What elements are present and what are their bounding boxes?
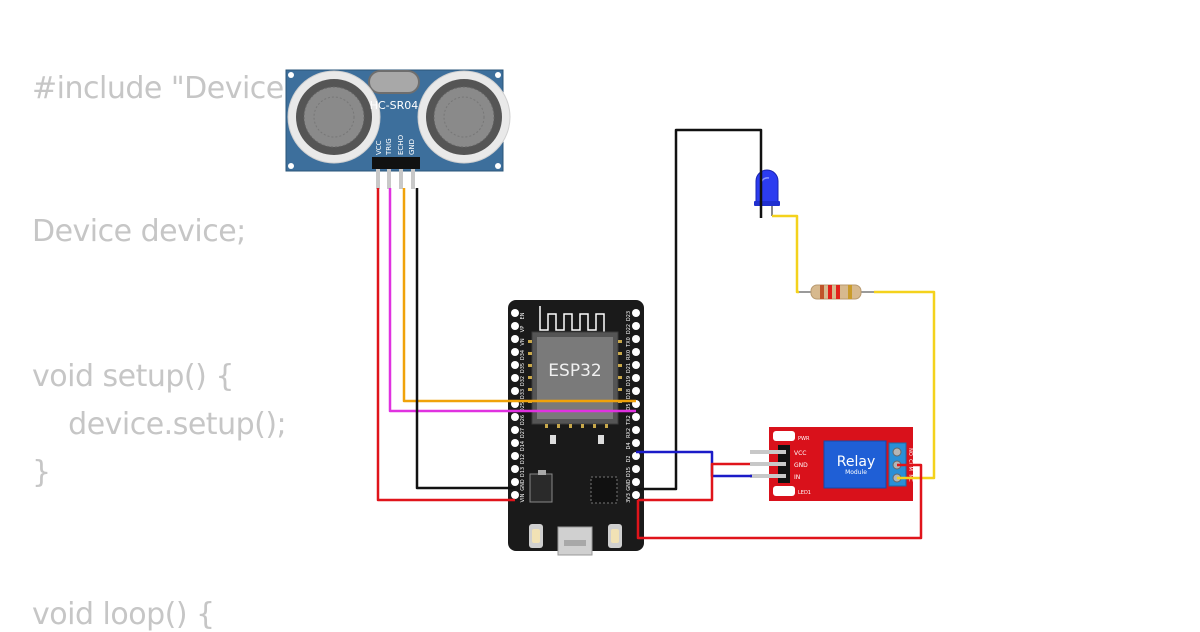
esp-pin-label-gnd-right: GND: [626, 479, 632, 491]
relay-pin-label-gnd: GND: [794, 462, 808, 469]
esp32-right-header: [632, 309, 640, 499]
sensor-pin-label-trig: TRIG: [385, 138, 393, 156]
code-line-setup-call: device.setup();: [32, 407, 287, 442]
code-line-loop: void loop() {: [32, 597, 215, 632]
esp-pin-label-d27: D27: [520, 428, 526, 438]
transducer-right: [417, 70, 511, 164]
esp-pin-label-d15: D15: [626, 467, 632, 477]
relay-pin-label-vcc: VCC: [794, 450, 806, 457]
sensor-pin-label-gnd: GND: [408, 139, 416, 155]
sensor-pin-label-echo: ECHO: [397, 134, 405, 155]
wire-vcc-red[interactable]: [376, 188, 515, 502]
relay-pin-label-in: IN: [794, 474, 800, 481]
sensor-label: HC-SR04: [370, 99, 419, 112]
esp-pin-label-vp: VP: [520, 326, 526, 332]
code-line-close-brace: }: [32, 455, 51, 490]
esp-pin-label-d35: D35: [520, 363, 526, 373]
esp-pin-label-tx2: TX2: [626, 415, 632, 426]
ultrasonic-sensor[interactable]: HC-SR04 VCC TRIG ECHO GND: [285, 69, 511, 189]
wire-trig-magenta[interactable]: [388, 188, 636, 413]
esp-pin-label-vin: VIN: [520, 493, 526, 502]
esp-pin-label-rx2: RX2: [626, 428, 632, 438]
esp-pin-label-d5: D5: [626, 403, 632, 410]
esp-pin-label-d25: D25: [520, 402, 526, 412]
esp-pin-label-3v3: 3V3: [626, 493, 632, 503]
esp-pin-label-d14: D14: [520, 441, 526, 451]
esp-pin-label-d13: D13: [520, 467, 526, 477]
esp-pin-label-d18: D18: [626, 389, 632, 399]
esp-pin-label-d19: D19: [626, 376, 632, 386]
wire-gnd-black[interactable]: [415, 188, 515, 490]
relay-module[interactable]: PWR LED1 VCC GND IN Relay Module NO COM …: [750, 427, 913, 501]
blue-led[interactable]: [754, 169, 780, 218]
wire-relay-gnd-red[interactable]: [638, 462, 750, 502]
relay-sublabel: Module: [845, 469, 867, 476]
esp-pin-label-gnd-left: GND: [520, 479, 526, 491]
wire-resistor-relay-yellow[interactable]: [874, 290, 936, 480]
esp32-label: ESP32: [548, 361, 601, 381]
esp-pin-label-d32: D32: [520, 376, 526, 386]
esp32-board[interactable]: ESP32: [508, 300, 644, 556]
wire-led-gnd-black[interactable]: [636, 128, 763, 491]
esp-pin-label-d21: D21: [626, 363, 632, 373]
relay-terminal-no: NO: [907, 448, 913, 456]
code-line-device: Device device;: [32, 214, 246, 249]
relay-pwr-label: PWR: [798, 436, 810, 442]
wire-echo-orange[interactable]: [402, 188, 636, 403]
esp-pin-label-d23: D23: [626, 311, 632, 321]
esp-pin-label-d34: D34: [520, 350, 526, 360]
esp-pin-label-d4: D4: [626, 442, 632, 449]
esp-pin-label-d2: D2: [626, 455, 632, 462]
esp-pin-label-d12: D12: [520, 454, 526, 464]
resistor[interactable]: [798, 284, 874, 300]
esp-pin-label-d33: D33: [520, 389, 526, 399]
sensor-pin-label-vcc: VCC: [375, 140, 383, 155]
relay-label: Relay: [837, 454, 875, 470]
esp-pin-label-d26: D26: [520, 415, 526, 425]
esp-pin-label-rx0: RX0: [626, 350, 632, 360]
esp32-left-header: [511, 309, 519, 499]
wire-relay-com-red[interactable]: [636, 463, 923, 540]
transducer-left: [287, 70, 381, 164]
esp-pin-label-d22: D22: [626, 324, 632, 334]
esp-pin-label-en: EN: [520, 312, 526, 319]
wire-led-resistor-yellow[interactable]: [772, 214, 799, 294]
esp-pin-label-tx0: TX0: [626, 337, 632, 348]
code-line-setup: void setup() {: [32, 359, 234, 394]
relay-body: [823, 440, 887, 489]
antenna-trace: [539, 306, 605, 338]
esp-pin-label-vn: VN: [520, 338, 526, 345]
relay-led-label: LED1: [798, 490, 811, 496]
